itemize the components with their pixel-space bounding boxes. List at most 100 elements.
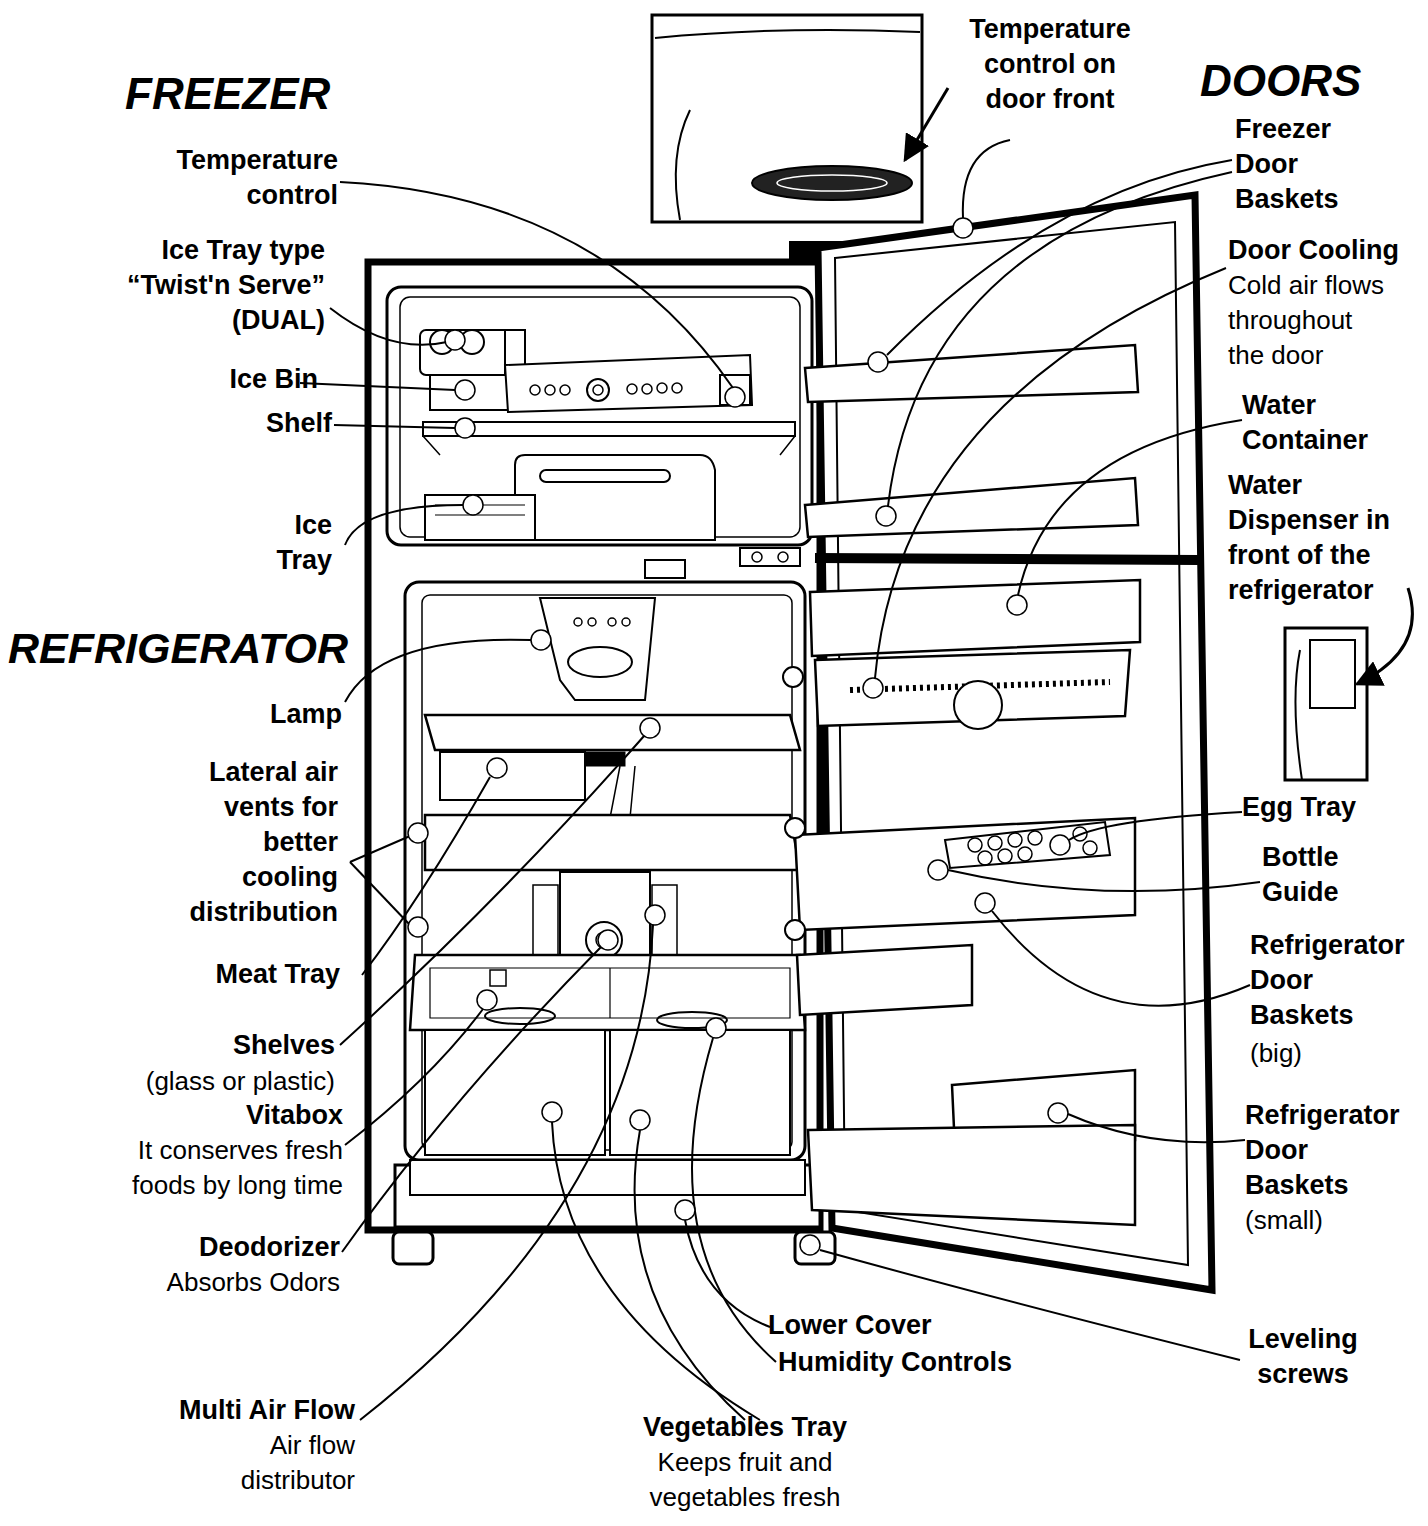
part-label: Lateral air vents for better cooling dis… [168, 755, 338, 930]
door [797, 945, 972, 1015]
freezer-compartment [627, 384, 637, 394]
leader-line [345, 505, 463, 545]
fridge-compartment [560, 872, 650, 960]
door [998, 849, 1012, 863]
leader-line [948, 870, 1260, 891]
door [1028, 831, 1042, 845]
freezer-compartment [545, 385, 555, 395]
freezer-compartment [540, 470, 670, 482]
leader-line [340, 182, 733, 388]
part-label: Door Cooling [1228, 233, 1428, 268]
fridge-compartment [540, 598, 655, 700]
inset-panel [655, 30, 920, 38]
leader-line [1018, 420, 1242, 595]
callout-dot [640, 718, 660, 738]
callout-dot [706, 1018, 726, 1038]
leader-line [963, 140, 1010, 218]
part-label: Ice Tray [252, 508, 332, 578]
callout-dot [531, 630, 551, 650]
callout-dot [868, 352, 888, 372]
part-note: Cold air flows throughout the door [1228, 268, 1390, 373]
leader-line [875, 268, 1226, 678]
fridge-compartment [405, 582, 805, 1195]
leader-line [334, 425, 455, 428]
freezer-compartment [387, 287, 812, 545]
fridge-compartment [425, 1030, 605, 1155]
part-label: Meat Tray [140, 957, 340, 992]
leader-line [330, 308, 447, 345]
part-label: Refrigerator Door Baskets [1250, 928, 1415, 1033]
inset-panel [752, 166, 912, 200]
inset-panel [652, 15, 922, 222]
leader-line [300, 140, 1260, 1420]
part-label: Bottle Guide [1262, 840, 1362, 910]
fridge-compartment [410, 955, 805, 1030]
leader-line [685, 1220, 770, 1327]
leader-line [340, 736, 644, 1045]
callout-dot [1050, 835, 1070, 855]
door [785, 818, 805, 838]
freezer-compartment [425, 495, 535, 540]
freezer-compartment [423, 436, 795, 455]
part-label: Lamp [222, 697, 342, 732]
leader-line [350, 862, 410, 925]
freezer-compartment [387, 287, 812, 545]
fridge-compartment [568, 647, 632, 677]
freezer-compartment [672, 383, 682, 393]
door [1018, 847, 1032, 861]
callout-dot [630, 1110, 650, 1130]
door [968, 838, 982, 852]
fridge-compartment [588, 618, 596, 626]
callout-dot [725, 387, 745, 407]
inset-panel [777, 175, 887, 191]
mullion [645, 560, 685, 578]
door [954, 681, 1002, 729]
part-label: Refrigerator Door Baskets [1245, 1098, 1410, 1203]
callout-dot [876, 506, 896, 526]
section-heading: REFRIGERATOR [8, 622, 368, 674]
part-label: Egg Tray [1242, 790, 1422, 825]
door [785, 920, 805, 940]
fridge-compartment [440, 752, 585, 800]
part-label: Shelf [182, 406, 332, 441]
callout-dot [975, 893, 995, 913]
door [945, 822, 1110, 868]
mullion [645, 548, 800, 578]
freezer-compartment [642, 384, 652, 394]
door [805, 478, 1138, 537]
callout-dot [408, 917, 428, 937]
leader-line [350, 836, 410, 862]
inset-panel [676, 110, 690, 220]
inset-panel [905, 88, 948, 160]
inset-panel [1285, 628, 1367, 780]
part-label: Multi Air Flow [95, 1393, 355, 1428]
part-label: Water Dispenser in front of the refriger… [1228, 468, 1426, 608]
callout-dot [455, 380, 475, 400]
part-note: (small) [1245, 1203, 1365, 1238]
door [988, 836, 1002, 850]
callout-dot [598, 930, 618, 950]
leader-line [362, 777, 490, 975]
freezer-compartment [593, 385, 603, 395]
leader-line [635, 1130, 745, 1420]
leader-line [345, 1009, 483, 1145]
part-note: Keeps fruit and vegetables fresh [630, 1445, 860, 1515]
leader-line [887, 160, 1232, 355]
callout-dot [953, 218, 973, 238]
leader-line [345, 640, 531, 702]
leader-line [888, 172, 1232, 506]
fridge-compartment [574, 618, 582, 626]
door [978, 851, 992, 865]
door [815, 558, 1198, 560]
part-label: Temperature control [128, 143, 338, 213]
freezer-compartment [423, 422, 795, 436]
leader-line [360, 925, 653, 1420]
callout-dot [445, 330, 465, 350]
inset-panel [1310, 640, 1355, 708]
leader-line [1069, 812, 1242, 840]
fridge-compartment [485, 1008, 555, 1024]
leader-line [692, 1038, 776, 1362]
part-label: Ice Tray type “Twist'n Serve” (DUAL) [85, 233, 325, 338]
part-note: (big) [1250, 1036, 1370, 1071]
